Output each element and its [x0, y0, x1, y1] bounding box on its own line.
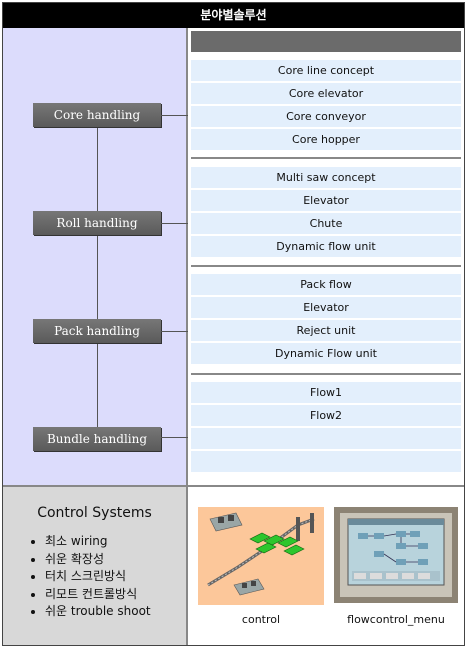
- list-item[interactable]: Dynamic flow unit: [191, 236, 461, 257]
- thumbnail-panel: control: [188, 485, 464, 645]
- list-item[interactable]: Dynamic Flow unit: [191, 343, 461, 364]
- roll-items-group: Multi saw concept Elevator Chute Dynamic…: [191, 167, 461, 259]
- group-divider: [191, 265, 461, 267]
- list-item[interactable]: Elevator: [191, 190, 461, 211]
- core-handling-button[interactable]: Core handling: [33, 103, 161, 127]
- feature-item: 쉬운 확장성: [45, 551, 151, 569]
- roll-handling-button[interactable]: Roll handling: [33, 211, 161, 235]
- group-divider: [191, 373, 461, 375]
- list-item[interactable]: Chute: [191, 213, 461, 234]
- list-item[interactable]: Core elevator: [191, 83, 461, 104]
- list-item[interactable]: Flow1: [191, 382, 461, 403]
- control-systems-title: Control Systems: [37, 505, 152, 521]
- bundle-items-group: Flow1 Flow2: [191, 382, 461, 474]
- list-item[interactable]: Flow2: [191, 405, 461, 426]
- control-systems-panel: Control Systems 최소 wiring 쉬운 확장성 터치 스크린방…: [3, 485, 188, 645]
- pack-connector: [161, 331, 188, 332]
- tree-connector-line: [97, 128, 98, 436]
- control-caption: control: [241, 613, 281, 626]
- list-item: [191, 428, 461, 449]
- list-item[interactable]: Core conveyor: [191, 106, 461, 127]
- list-item[interactable]: Core line concept: [191, 60, 461, 81]
- core-connector: [161, 115, 188, 116]
- pack-items-group: Pack flow Elevator Reject unit Dynamic F…: [191, 274, 461, 366]
- list-item[interactable]: Reject unit: [191, 320, 461, 341]
- feature-item: 쉬운 trouble shoot: [45, 603, 151, 621]
- list-header-strip: [191, 31, 461, 52]
- core-items-group: Core line concept Core elevator Core con…: [191, 60, 461, 152]
- pack-handling-button[interactable]: Pack handling: [33, 319, 161, 343]
- flowcontrol-menu-caption: flowcontrol_menu: [347, 613, 445, 626]
- solutions-frame: 분야별솔루션 Core handling Roll handling Pack …: [2, 2, 465, 646]
- feature-list: 최소 wiring 쉬운 확장성 터치 스크린방식 리모트 컨트롤방식 쉬운 t…: [33, 533, 151, 621]
- touch-screen-image[interactable]: [334, 507, 458, 607]
- list-item[interactable]: Elevator: [191, 297, 461, 318]
- bundle-connector: [161, 437, 188, 438]
- item-list-panel: Core line concept Core elevator Core con…: [188, 28, 464, 485]
- feature-item: 리모트 컨트롤방식: [45, 586, 151, 604]
- bundle-handling-button[interactable]: Bundle handling: [33, 427, 161, 451]
- list-item[interactable]: Pack flow: [191, 274, 461, 295]
- page-title: 분야별솔루션: [3, 3, 464, 28]
- list-item: [191, 451, 461, 472]
- plant-layout-image[interactable]: [198, 507, 324, 609]
- roll-connector: [161, 223, 188, 224]
- feature-item: 터치 스크린방식: [45, 568, 151, 586]
- category-panel: Core handling Roll handling Pack handlin…: [3, 28, 188, 485]
- feature-item: 최소 wiring: [45, 533, 151, 551]
- list-item[interactable]: Multi saw concept: [191, 167, 461, 188]
- list-item[interactable]: Core hopper: [191, 129, 461, 150]
- group-divider: [191, 157, 461, 159]
